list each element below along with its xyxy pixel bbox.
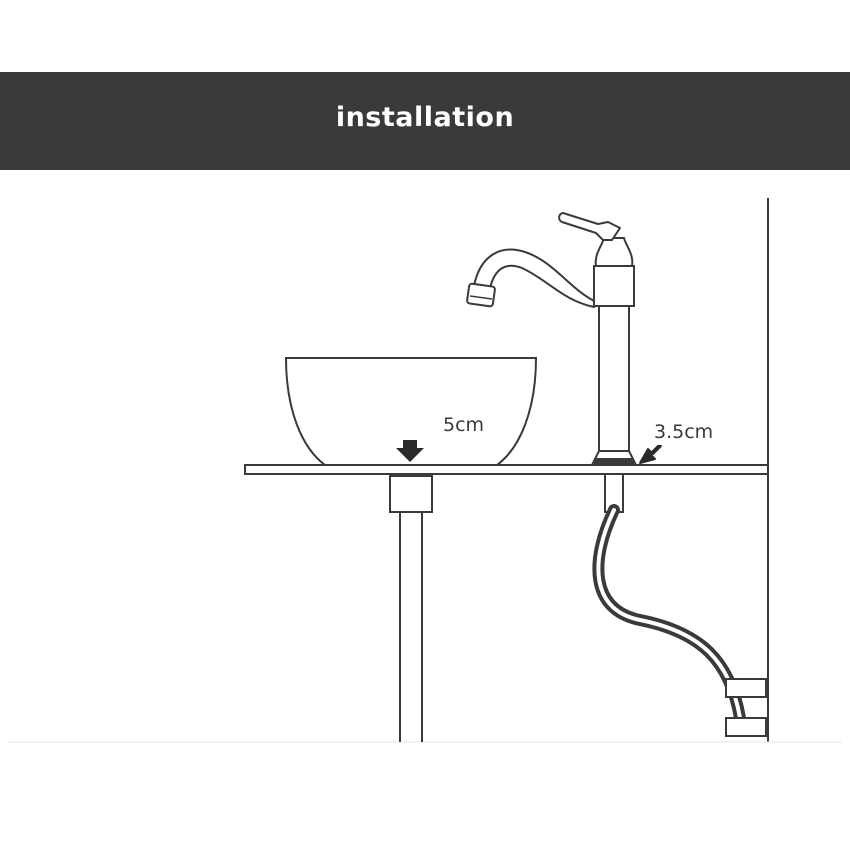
faucet-handle xyxy=(558,212,621,241)
faucet-hole-label: 3.5cm xyxy=(654,421,713,443)
drain-fitting xyxy=(389,475,433,513)
wall-valve-upper xyxy=(725,678,767,698)
drain-arrow-icon xyxy=(396,440,424,462)
aerator-ring xyxy=(469,295,493,300)
wall-valve-lower xyxy=(725,717,767,737)
basin-gap-label: 5cm xyxy=(443,414,484,436)
page-title: installation xyxy=(335,101,515,133)
title-banner: installation xyxy=(0,72,850,170)
vessel-basin xyxy=(284,357,538,466)
countertop xyxy=(244,464,769,475)
faucet-cap xyxy=(594,237,634,267)
faucet-aerator xyxy=(466,282,496,308)
faucet-hole-arrow-icon xyxy=(639,445,662,464)
water-hose-inner xyxy=(596,508,742,720)
faucet-collar xyxy=(593,265,635,307)
faucet-column xyxy=(598,305,630,452)
faucet-base-dark xyxy=(594,458,634,465)
